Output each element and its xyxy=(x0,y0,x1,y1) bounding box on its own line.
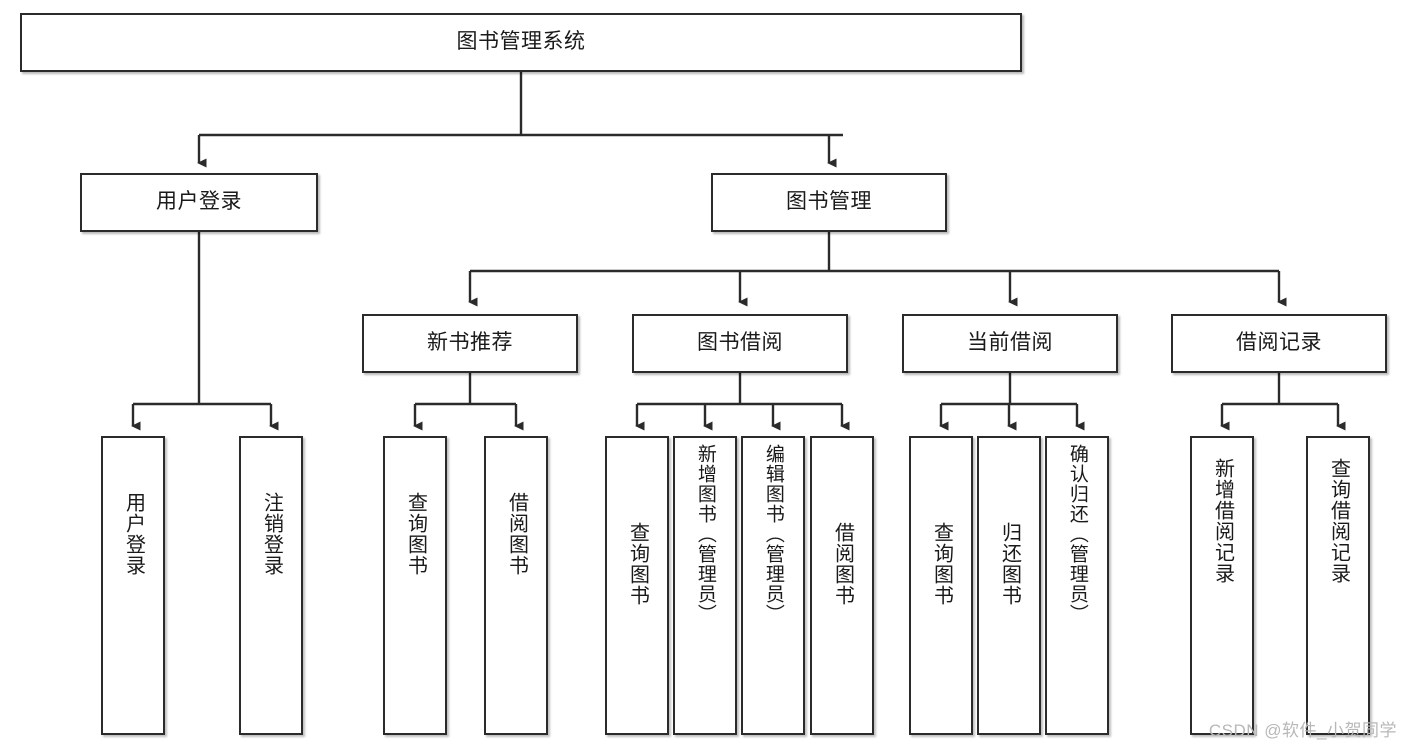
leaf-query-book-1[interactable]: 查询图书 xyxy=(383,436,447,735)
leaf-confirm-return[interactable]: 确认归还（管理员） xyxy=(1045,436,1109,735)
leaf-query-record-label: 查询借阅记录 xyxy=(1327,458,1350,584)
leaf-return-book[interactable]: 归还图书 xyxy=(977,436,1041,735)
leaf-add-record-label: 新增借阅记录 xyxy=(1211,458,1234,584)
leaf-user-login[interactable]: 用户登录 xyxy=(101,436,165,735)
leaf-query-book-1-label: 查询图书 xyxy=(404,492,427,576)
leaf-borrow-book-1-label: 借阅图书 xyxy=(505,492,528,576)
node-book-manage-label: 图书管理 xyxy=(786,190,872,214)
leaf-borrow-book-2[interactable]: 借阅图书 xyxy=(810,436,874,735)
leaf-user-login-label: 用户登录 xyxy=(122,492,145,576)
node-book-borrow[interactable]: 图书借阅 xyxy=(632,314,848,373)
leaf-edit-book[interactable]: 编辑图书（管理员） xyxy=(741,436,805,735)
node-user-login-label: 用户登录 xyxy=(156,190,242,214)
leaf-add-book-label: 新增图书（管理员） xyxy=(694,444,716,624)
leaf-logout[interactable]: 注销登录 xyxy=(239,436,303,735)
node-current-borrow-label: 当前借阅 xyxy=(967,331,1053,355)
node-borrow-record[interactable]: 借阅记录 xyxy=(1171,314,1387,373)
leaf-confirm-return-label: 确认归还（管理员） xyxy=(1066,444,1088,624)
leaf-query-book-3[interactable]: 查询图书 xyxy=(909,436,973,735)
node-root[interactable]: 图书管理系统 xyxy=(20,13,1022,72)
leaf-query-book-2[interactable]: 查询图书 xyxy=(605,436,669,735)
node-current-borrow[interactable]: 当前借阅 xyxy=(902,314,1118,373)
node-book-borrow-label: 图书借阅 xyxy=(697,331,783,355)
leaf-borrow-book-2-label: 借阅图书 xyxy=(831,522,854,606)
node-user-login[interactable]: 用户登录 xyxy=(80,173,318,232)
leaf-query-record[interactable]: 查询借阅记录 xyxy=(1306,436,1370,735)
node-new-book-rec-label: 新书推荐 xyxy=(427,331,513,355)
leaf-add-record[interactable]: 新增借阅记录 xyxy=(1190,436,1254,735)
leaf-query-book-3-label: 查询图书 xyxy=(930,522,953,606)
node-book-manage[interactable]: 图书管理 xyxy=(711,173,947,232)
leaf-borrow-book-1[interactable]: 借阅图书 xyxy=(484,436,548,735)
node-new-book-rec[interactable]: 新书推荐 xyxy=(362,314,578,373)
node-borrow-record-label: 借阅记录 xyxy=(1236,331,1322,355)
leaf-logout-label: 注销登录 xyxy=(260,492,283,576)
leaf-add-book[interactable]: 新增图书（管理员） xyxy=(673,436,737,735)
watermark-text: CSDN @软件_小贺同学 xyxy=(1208,721,1397,740)
leaf-query-book-2-label: 查询图书 xyxy=(626,522,649,606)
leaf-return-book-label: 归还图书 xyxy=(998,522,1021,606)
leaf-edit-book-label: 编辑图书（管理员） xyxy=(762,444,784,624)
node-root-label: 图书管理系统 xyxy=(456,30,586,54)
